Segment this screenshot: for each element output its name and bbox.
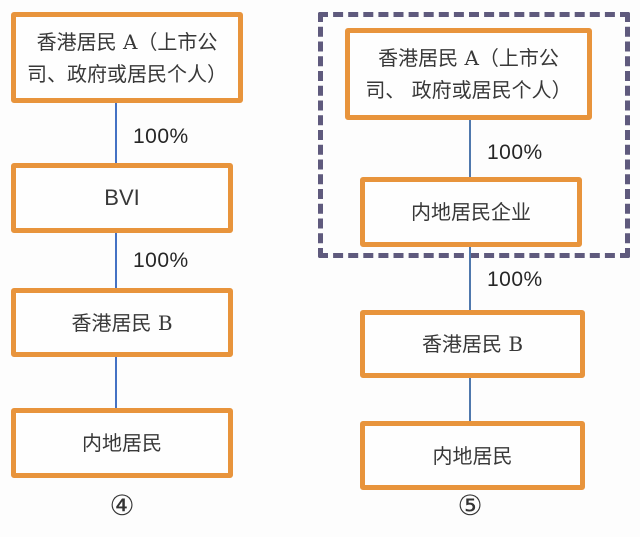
node-hk-resident-a-line2: 司、 政府或居民个人） [365,78,572,102]
node-mainland-resident: 内地居民 [11,408,233,478]
caption-5: ⑤ [457,489,483,522]
edge-enterprise-to-b-line [469,247,471,310]
node-hk-resident-b-label: 香港居民 B [421,332,524,356]
node-mainland-resident: 内地居民 [360,421,585,490]
edge-a-to-bvi-line [115,103,117,163]
node-hk-resident-a: 香港居民 A（上市公 司、 政府或居民个人） [345,28,592,120]
edge-b-to-mainland-line [469,378,471,421]
caption-4: ④ [109,489,135,522]
node-mainland-resident-label: 内地居民 [432,443,513,468]
dashed-group-border [318,12,630,258]
node-bvi-label: BVI [104,185,140,210]
node-hk-resident-a-line1: 香港居民 A（上市公 [36,29,218,54]
node-hk-resident-b-label: 香港居民 B [71,310,173,335]
edge-enterprise-to-b-label: 100% [487,268,543,291]
node-mainland-resident-enterprise: 内地居民企业 [360,177,582,247]
edge-bvi-to-b-label: 100% [133,249,189,272]
edge-b-to-mainland-line [115,357,117,408]
node-hk-resident-a-line2: 司、政府或居民个人） [27,61,227,86]
node-hk-resident-b: 香港居民 B [360,310,585,378]
node-hk-resident-a: 香港居民 A（上市公 司、政府或居民个人） [11,12,243,103]
node-hk-resident-a-line1: 香港居民 A（上市公 [378,46,559,70]
edge-a-to-enterprise-line [469,120,471,177]
node-mainland-resident-enterprise-label: 内地居民企业 [411,200,531,224]
node-mainland-resident-label: 内地居民 [82,431,162,455]
node-bvi: BVI [11,163,233,233]
node-hk-resident-b: 香港居民 B [11,288,233,357]
edge-a-to-bvi-label: 100% [133,125,189,148]
edge-bvi-to-b-line [115,233,117,288]
edge-a-to-enterprise-label: 100% [487,141,543,164]
